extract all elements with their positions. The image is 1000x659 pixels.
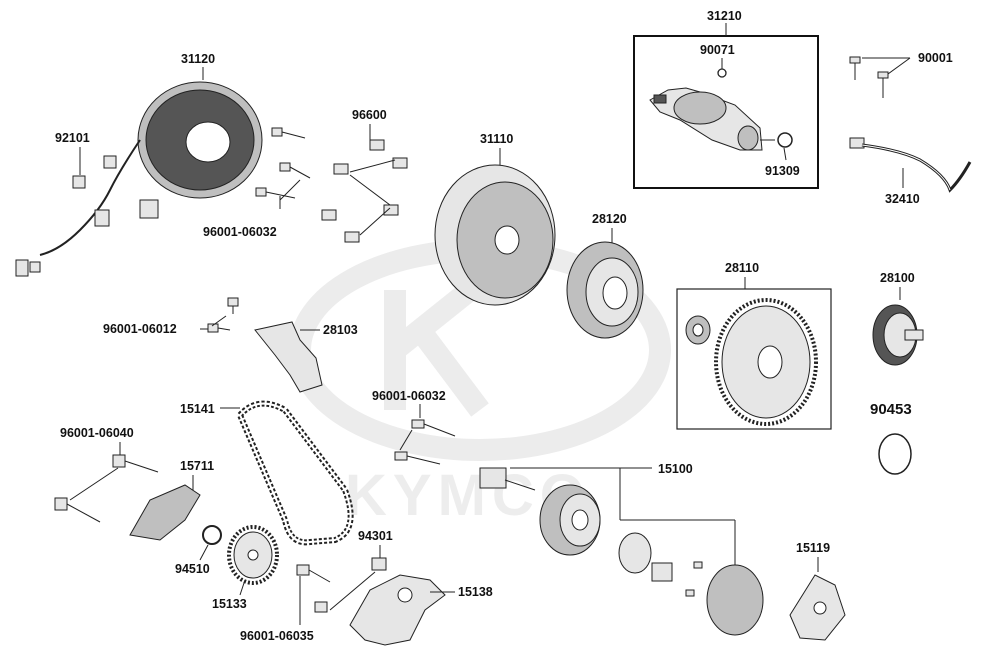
cover-15711 — [129, 484, 201, 541]
label-15711: 15711 — [180, 459, 214, 473]
circlip-94510 — [202, 525, 222, 545]
label-96001-06012: 96001-06012 — [103, 322, 177, 336]
collar-94301 — [371, 557, 387, 571]
pump-cover-15119 — [789, 574, 846, 641]
starter-motor — [649, 68, 775, 151]
label-32410: 32410 — [885, 192, 920, 206]
label-94510: 94510 — [175, 562, 210, 576]
oil-pump-assembly — [479, 467, 764, 636]
label-96001-06032-top: 96001-06032 — [203, 225, 277, 239]
label-28103: 28103 — [323, 323, 358, 337]
label-92101: 92101 — [55, 131, 90, 145]
bracket-15138 — [349, 574, 446, 646]
label-96001-06035: 96001-06035 — [240, 629, 314, 643]
bolts-96001-06032-top — [255, 127, 311, 199]
label-28110: 28110 — [725, 261, 759, 275]
label-28120: 28120 — [592, 212, 627, 226]
label-90453: 90453 — [870, 401, 912, 418]
label-28100: 28100 — [880, 271, 915, 285]
label-31120: 31120 — [181, 52, 215, 66]
chain-guide-28103 — [254, 321, 323, 393]
label-96001-06040: 96001-06040 — [60, 426, 134, 440]
gear-group-box — [676, 288, 832, 430]
bolts-96001-06035 — [296, 564, 331, 613]
starter-clutch — [566, 241, 644, 339]
label-90001: 90001 — [918, 51, 953, 65]
o-ring-90453 — [878, 433, 912, 475]
bolts-96600 — [321, 139, 408, 243]
bolts-90001 — [849, 56, 889, 98]
stator-coil — [15, 81, 263, 277]
starter-cable — [849, 137, 972, 193]
label-96600: 96600 — [352, 108, 387, 122]
bolts-96001-06032-mid — [394, 419, 456, 465]
label-15138: 15138 — [458, 585, 493, 599]
starter-idle-gear — [685, 298, 818, 426]
label-15100: 15100 — [658, 462, 693, 476]
label-31110: 31110 — [480, 132, 513, 146]
o-ring-91309 — [777, 132, 793, 148]
sprocket-15133 — [227, 525, 279, 585]
label-15141: 15141 — [180, 402, 215, 416]
label-96001-06032-mid: 96001-06032 — [372, 389, 446, 403]
label-31210: 31210 — [707, 9, 742, 23]
label-94301: 94301 — [358, 529, 393, 543]
bolts-96001-06040 — [54, 454, 159, 523]
bolts-96001-06012 — [207, 297, 239, 333]
starter-gear-28100 — [872, 304, 924, 366]
label-15119: 15119 — [796, 541, 830, 555]
label-15133: 15133 — [212, 597, 247, 611]
flywheel — [434, 164, 556, 306]
label-91309: 91309 — [765, 164, 800, 178]
drive-chain — [236, 400, 354, 546]
label-90071: 90071 — [700, 43, 735, 57]
screws-92101 — [72, 155, 117, 189]
